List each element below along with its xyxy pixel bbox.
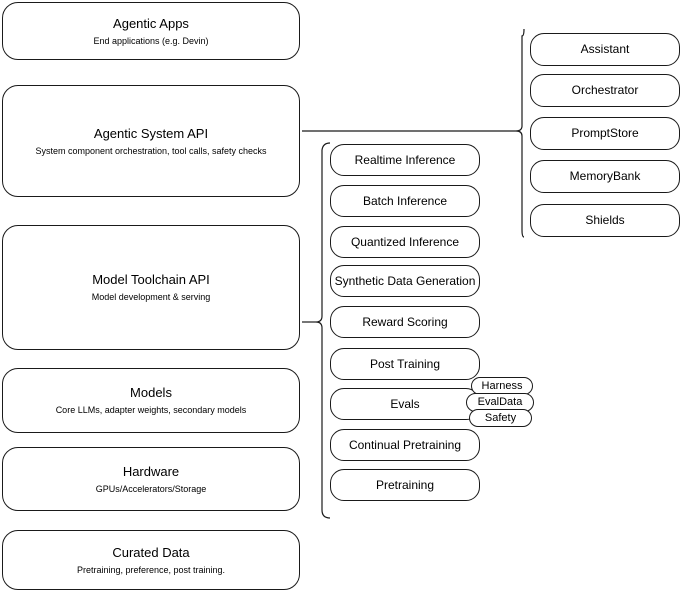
layer-subtitle: End applications (e.g. Devin) xyxy=(93,35,209,46)
layer-title: Model Toolchain API xyxy=(92,272,210,287)
system-api-brace xyxy=(515,28,525,238)
eval-pill-safety[interactable]: Safety xyxy=(469,409,532,427)
toolchain-item-batch-inference[interactable]: Batch Inference xyxy=(330,185,480,217)
layer-title: Curated Data xyxy=(112,544,190,560)
toolchain-item-pretraining[interactable]: Pretraining xyxy=(330,469,480,501)
layer-model-toolchain-api[interactable]: Model Toolchain API Model development & s… xyxy=(2,225,300,350)
system-item-promptstore[interactable]: PromptStore xyxy=(530,117,680,150)
system-item-label: MemoryBank xyxy=(569,169,641,183)
toolchain-item-label: Reward Scoring xyxy=(362,314,448,329)
layer-title: Models xyxy=(130,385,172,400)
system-item-label: Orchestrator xyxy=(571,83,639,97)
toolchain-item-continual-pretraining[interactable]: Continual Pretraining xyxy=(330,429,480,461)
toolchain-item-label: Realtime Inference xyxy=(354,152,456,167)
eval-pill-harness[interactable]: Harness xyxy=(471,377,533,395)
toolchain-item-quantized-inference[interactable]: Quantized Inference xyxy=(330,226,480,258)
eval-pill-label: Safety xyxy=(484,411,517,424)
toolchain-item-reward-scoring[interactable]: Reward Scoring xyxy=(330,306,480,338)
toolchain-item-label: Post Training xyxy=(369,356,441,371)
layer-subtitle: GPUs/Accelerators/Storage xyxy=(95,483,207,494)
system-item-orchestrator[interactable]: Orchestrator xyxy=(530,74,680,107)
system-item-assistant[interactable]: Assistant xyxy=(530,33,680,66)
toolchain-item-label: Pretraining xyxy=(375,477,435,492)
layer-title: Hardware xyxy=(122,463,180,479)
toolchain-item-label: Continual Pretraining xyxy=(348,437,462,452)
toolchain-item-label: Quantized Inference xyxy=(350,234,460,249)
layer-subtitle: System component orchestration, tool cal… xyxy=(35,145,267,156)
toolchain-brace xyxy=(315,142,331,519)
layer-agentic-system-api[interactable]: Agentic System API System component orche… xyxy=(2,85,300,197)
layer-title: Agentic System API xyxy=(93,125,209,141)
eval-pill-label: Harness xyxy=(481,379,523,392)
toolchain-item-label: Synthetic Data Generation xyxy=(334,273,476,288)
toolchain-item-label: Batch Inference xyxy=(362,193,448,208)
system-item-memorybank[interactable]: MemoryBank xyxy=(530,160,680,193)
eval-pill-label: EvalData xyxy=(477,396,523,408)
system-item-label: Assistant xyxy=(580,42,630,56)
system-item-label: Shields xyxy=(585,213,625,227)
layer-subtitle: Pretraining, preference, post training. xyxy=(76,564,226,575)
toolchain-item-synthetic-data-generation[interactable]: Synthetic Data Generation xyxy=(330,265,480,297)
toolchain-item-post-training[interactable]: Post Training xyxy=(330,348,480,380)
layer-subtitle: Model development & serving xyxy=(91,292,211,302)
system-item-label: PromptStore xyxy=(571,126,639,140)
toolchain-item-label: Evals xyxy=(390,396,420,411)
system-item-shields[interactable]: Shields xyxy=(530,204,680,237)
toolchain-item-evals[interactable]: Evals xyxy=(330,388,480,420)
layer-title: Agentic Apps xyxy=(113,15,189,31)
layer-subtitle: Core LLMs, adapter weights, secondary mo… xyxy=(55,405,247,415)
toolchain-item-realtime-inference[interactable]: Realtime Inference xyxy=(330,144,480,176)
